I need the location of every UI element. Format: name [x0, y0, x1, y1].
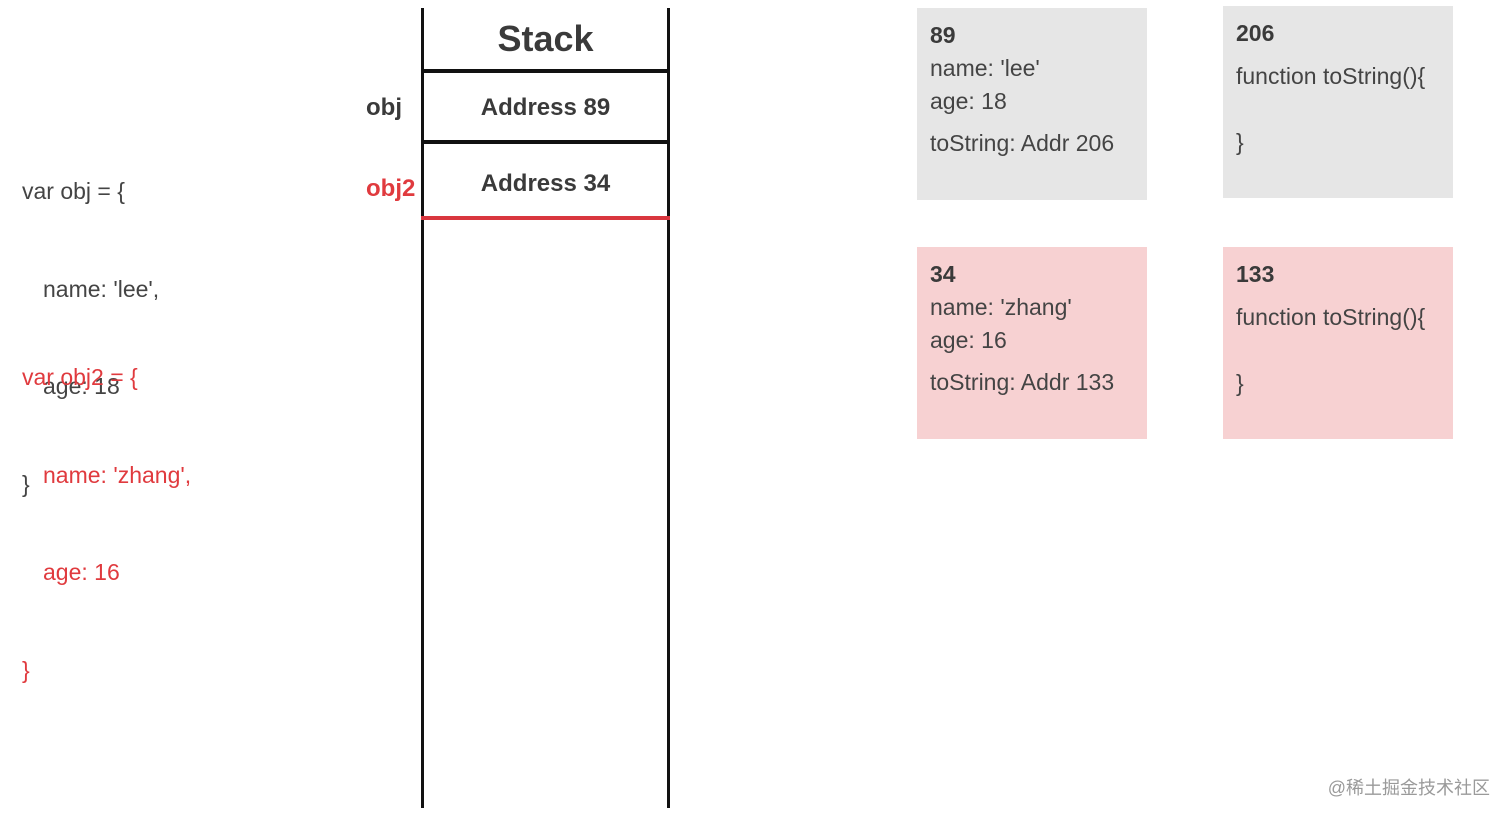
heap-address: 89 [930, 22, 956, 48]
stack-title: Stack [497, 18, 594, 59]
stack-left-wall [421, 8, 424, 808]
code-line: var obj2 = { [22, 364, 138, 390]
heap-object-34: 34 name: 'zhang' age: 16 toString: Addr … [917, 247, 1147, 439]
heap-prop-name: name: 'zhang' [930, 294, 1072, 320]
heap-prop-age: age: 16 [930, 326, 1007, 353]
code-line: name: 'zhang', [43, 461, 192, 488]
stack-var-label-obj2: obj2 [366, 175, 416, 202]
heap-function-133: 133 function toString(){ } [1223, 247, 1453, 439]
code-line: } [22, 470, 30, 497]
stack-cell-obj: Address 89 [480, 94, 611, 121]
heap-address: 34 [930, 261, 956, 287]
heap-function-open: function toString(){ [1236, 304, 1426, 330]
watermark: @稀土掘金技术社区 [1327, 778, 1490, 798]
code-line: name: 'lee', [43, 275, 160, 302]
heap-prop-tostring: toString: Addr 206 [930, 130, 1115, 156]
heap-function-close: } [1236, 128, 1244, 155]
stack-right-wall [667, 8, 670, 808]
stack-var-label-obj: obj [366, 94, 402, 121]
stack-column: Stack Address 89 Address 34 [421, 8, 670, 808]
code-line: var obj = { [22, 178, 125, 204]
heap-prop-age: age: 18 [930, 87, 1007, 114]
code-line: } [22, 656, 30, 683]
stack-divider-highlight [421, 216, 670, 220]
heap-function-close: } [1236, 369, 1244, 396]
code-snippet-obj2: var obj2 = { name: 'zhang', age: 16 } [22, 296, 191, 719]
heap-address: 206 [1236, 20, 1275, 46]
heap-prop-tostring: toString: Addr 133 [930, 369, 1115, 395]
code-snippet-obj: var obj = { name: 'lee', age: 18 } [22, 110, 159, 533]
heap-address: 133 [1236, 261, 1275, 287]
heap-function-206: 206 function toString(){ } [1223, 6, 1453, 198]
heap-object-89: 89 name: 'lee' age: 18 toString: Addr 20… [917, 8, 1147, 200]
code-line: age: 18 [43, 373, 120, 399]
heap-function-open: function toString(){ [1236, 63, 1426, 89]
code-line: age: 16 [43, 559, 120, 585]
stack-cell-obj2: Address 34 [480, 170, 611, 197]
stack-divider [421, 69, 670, 73]
heap-prop-name: name: 'lee' [930, 55, 1040, 81]
stack-divider [421, 140, 670, 144]
